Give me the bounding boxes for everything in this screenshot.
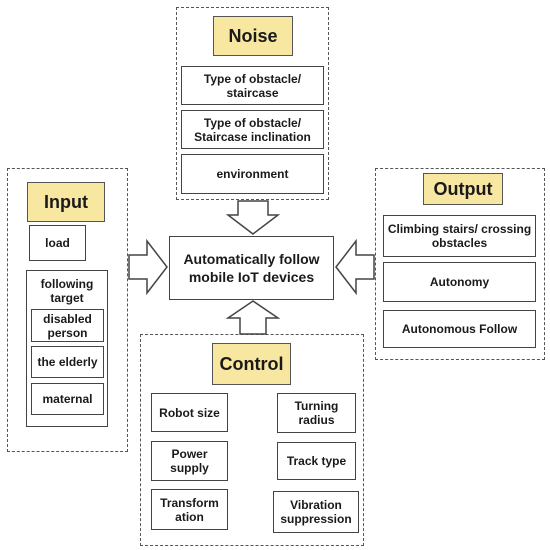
following-target-item: disabled person <box>31 309 104 342</box>
output-item-label: Climbing stairs/ crossing obstacles <box>387 222 532 250</box>
following-target-box <box>26 270 108 427</box>
control-left-item: Transform ation <box>151 489 228 530</box>
control-item-label: Track type <box>286 454 347 468</box>
control-right-item: Vibration suppression <box>273 491 359 533</box>
following-target-item-label: maternal <box>42 392 93 406</box>
control-to-center-arrow <box>225 300 281 335</box>
following-target-item-label: disabled person <box>43 311 92 340</box>
output-label: Output <box>423 173 503 205</box>
control-item-label: Vibration suppression <box>280 498 352 526</box>
noise-item: Type of obstacle/ staircase <box>181 66 324 105</box>
control-left-item: Power supply <box>151 441 228 481</box>
control-label: Control <box>212 343 291 385</box>
control-item-label: Turning radius <box>294 399 339 427</box>
input-group <box>7 168 128 452</box>
center-title: Automatically follow mobile IoT devices <box>183 251 320 285</box>
control-left-item: Robot size <box>151 393 228 432</box>
output-item-label: Autonomous Follow <box>401 322 518 336</box>
output-to-center-arrow <box>335 238 375 296</box>
center-title-box: Automatically follow mobile IoT devices <box>169 236 334 300</box>
control-right-item: Track type <box>277 442 356 480</box>
output-item: Autonomous Follow <box>383 310 536 348</box>
noise-group <box>176 7 329 200</box>
following-target-item: the elderly <box>31 346 104 378</box>
output-item: Autonomy <box>383 262 536 302</box>
noise-item-label: environment <box>216 167 289 181</box>
control-item-label: Robot size <box>159 405 220 420</box>
noise-item-label: Type of obstacle/ Staircase inclination <box>194 115 311 144</box>
input-load-box: load <box>29 225 86 261</box>
noise-item-label: Type of obstacle/ staircase <box>203 71 302 100</box>
input-label: Input <box>27 182 105 222</box>
noise-item: Type of obstacle/ Staircase inclination <box>181 110 324 149</box>
noise-to-center-arrow <box>225 200 281 235</box>
following-target-item: maternal <box>31 383 104 415</box>
following-target-item-label: the elderly <box>37 355 98 369</box>
noise-item: environment <box>181 154 324 194</box>
control-right-item: Turning radius <box>277 393 356 433</box>
following-target-title: following target <box>40 277 94 305</box>
noise-label: Noise <box>213 16 293 56</box>
output-item-label: Autonomy <box>429 275 490 289</box>
control-item-label: Transform ation <box>160 495 219 524</box>
output-item: Climbing stairs/ crossing obstacles <box>383 215 536 257</box>
output-group <box>375 168 545 360</box>
input-to-center-arrow <box>128 238 168 296</box>
control-item-label: Power supply <box>170 447 209 475</box>
input-load-label: load <box>45 236 70 250</box>
